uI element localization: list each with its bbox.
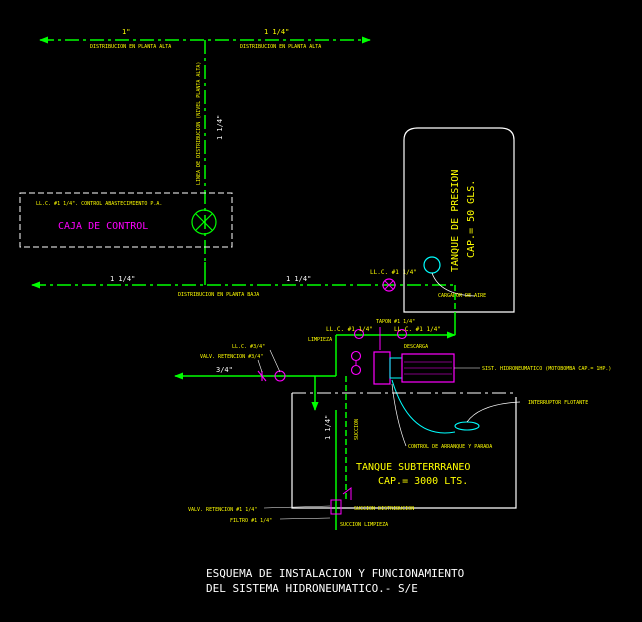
control-box: LL.C. #1 1/4". CONTROL ABASTECIMIENTO P.… <box>19 192 233 248</box>
caption: ESQUEMA DE INSTALACION Y FUNCIONAMIENTO … <box>206 567 464 595</box>
pressure-tank-capacity: CAP.= 50 GLS. <box>466 180 477 258</box>
top-right-size: 1 1/4" <box>264 28 289 36</box>
pump-label: SIST. HIDRONEUMATICO (MOTOBOMBA CAP.= 1H… <box>482 366 611 372</box>
top-distribution-line: 1" 1 1/4" DISTRIBUCION EN PLANTA ALTA DI… <box>39 28 371 262</box>
pressure-tank-title: TANQUE DE PRESION <box>450 170 461 272</box>
supply-size: 3/4" <box>216 366 233 374</box>
cistern-valve-label: VALV. RETENCION #1 1/4" <box>188 507 257 513</box>
bottom-right-size: 1 1/4" <box>286 275 311 283</box>
control-valve-icon <box>191 209 217 235</box>
control-label: CONTROL DE ARRANQUE Y PARADA <box>408 444 492 450</box>
llc-left-label: LL.C. #1 1/4" <box>326 326 373 333</box>
float-switch-label: INTERRUPTOR FLOTANTE <box>528 400 588 406</box>
control-box-title: CAJA DE CONTROL <box>58 221 148 232</box>
bottom-line-label: DISTRIBUCION EN PLANTA BAJA <box>178 292 259 298</box>
succion-label: SUCCION <box>354 419 360 440</box>
pressure-tank: TANQUE DE PRESION CAP.= 50 GLS. CARGADOR… <box>403 127 515 313</box>
bottom-left-size: 1 1/4" <box>110 275 135 283</box>
bottom-line-valve-label: LL.C. #1 1/4" <box>370 269 417 276</box>
succion-limpieza-label: SUCCION LIMPIEZA <box>340 522 388 528</box>
air-charger-icon <box>423 256 441 274</box>
tee-label: TAPON #1 1/4" <box>376 319 415 325</box>
pump-area: TAPON #1 1/4" LL.C. #1 1/4" LL.C. #1 1/4… <box>174 312 611 500</box>
cistern-filter-label: FILTRO #1 1/4" <box>230 518 272 524</box>
succion-distribucion-label: SUCCION DISTRIBUCION <box>354 506 414 512</box>
top-right-label: DISTRIBUCION EN PLANTA ALTA <box>240 44 321 50</box>
caption-line-2: DEL SISTEMA HIDRONEUMATICO.- S/E <box>206 582 418 595</box>
descarga-label: DESCARGA <box>404 344 428 350</box>
top-left-label: DISTRIBUCION EN PLANTA ALTA <box>90 44 171 50</box>
control-box-note: LL.C. #1 1/4". CONTROL ABASTECIMIENTO P.… <box>36 201 162 207</box>
bottom-line-valve-icon <box>382 278 396 292</box>
top-left-size: 1" <box>122 28 130 36</box>
cistern-capacity: CAP.= 3000 LTS. <box>378 476 468 487</box>
caption-line-1: ESQUEMA DE INSTALACION Y FUNCIONAMIENTO <box>206 567 464 580</box>
check-valve-label: VALV. RETENCION #3/4" <box>200 354 263 360</box>
air-charger-label: CARGADOR DE AIRE <box>438 293 486 299</box>
cistern-title: TANQUE SUBTERRRANEO <box>356 462 470 473</box>
riser-labels: LINEA DE DISTRIBUCION (NIVEL PLANTA ALTA… <box>196 62 224 185</box>
llc-supply-label: LL.C. #3/4" <box>232 344 265 350</box>
riser-size: 1 1/4" <box>216 115 224 140</box>
riser-label: LINEA DE DISTRIBUCION (NIVEL PLANTA ALTA… <box>196 62 202 185</box>
suction-size-left: 1 1/4" <box>324 415 332 440</box>
bottom-distribution-line: 1 1/4" 1 1/4" DISTRIBUCION EN PLANTA BAJ… <box>31 262 455 298</box>
float-switch-icon <box>454 421 480 431</box>
limpieza-label: LIMPIEZA <box>308 337 332 343</box>
llc-right-label: LL.C. #1 1/4" <box>394 326 441 333</box>
cistern: TANQUE SUBTERRRANEO CAP.= 3000 LTS. VALV… <box>188 392 517 530</box>
